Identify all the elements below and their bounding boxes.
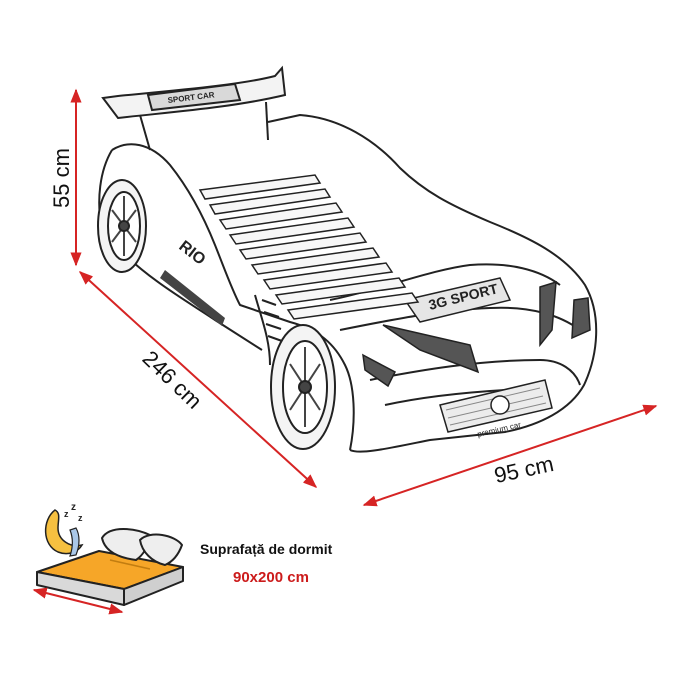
height-dimension-label: 55 cm: [49, 148, 74, 208]
mattress-arrow: [32, 587, 124, 615]
side-decal: RIO: [160, 238, 225, 326]
sleeping-area-size: 90x200 cm: [233, 569, 309, 586]
svg-text:z: z: [64, 509, 69, 519]
pillow-icon: [101, 528, 183, 566]
rear-spoiler: SPORT CAR: [101, 65, 287, 151]
rear-wheel: [97, 179, 147, 273]
side-text: RIO: [176, 238, 209, 269]
moon-sleep-icon: z z z: [44, 502, 84, 557]
svg-text:z: z: [78, 513, 83, 523]
width-arrow: [362, 404, 658, 507]
hood-badge: 3G SPORT: [403, 277, 512, 323]
front-grille: premium car: [439, 379, 553, 439]
headlights: [362, 280, 591, 388]
sleeping-area-title: Suprafață de dormit: [200, 541, 333, 557]
svg-text:z: z: [71, 502, 76, 513]
length-arrow: [78, 271, 318, 488]
front-wheel: [270, 324, 336, 450]
bed-slats: [198, 174, 420, 320]
